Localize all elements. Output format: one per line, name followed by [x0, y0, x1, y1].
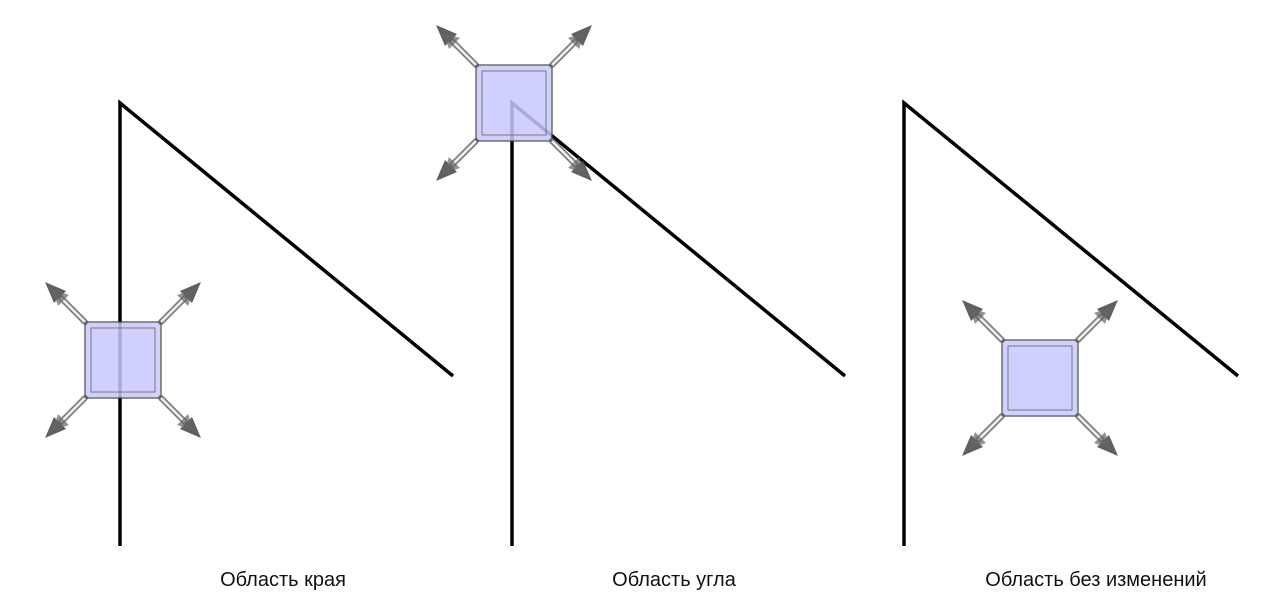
edge-shape-outline	[118, 99, 455, 546]
caption-corner-region: Область угла	[612, 569, 736, 591]
flat-window	[962, 300, 1118, 456]
corner-arrow-sw-icon	[436, 141, 476, 181]
corner-arrow-ne-icon	[552, 25, 592, 65]
flat-arrow-ne-icon	[1078, 300, 1118, 340]
caption-flat-region: Область без изменений	[985, 569, 1207, 591]
edge-arrow-nw-icon	[45, 282, 85, 322]
corner-window	[436, 25, 592, 181]
panel-corner	[436, 25, 847, 546]
edge-arrow-ne-icon	[161, 282, 201, 322]
panel-edge	[45, 99, 455, 546]
edge-arrow-sw-icon	[45, 398, 85, 438]
corner-arrow-se-icon	[552, 141, 592, 181]
flat-arrow-nw-icon	[962, 300, 1002, 340]
caption-edge-region: Область края	[220, 569, 346, 591]
flat-shape-outline	[902, 99, 1240, 546]
flat-arrow-sw-icon	[962, 416, 1002, 456]
corner-arrow-nw-icon	[436, 25, 476, 65]
corner-shape-outline	[510, 99, 847, 546]
panel-flat	[902, 99, 1240, 546]
flat-arrow-se-icon	[1078, 416, 1118, 456]
edge-arrow-se-icon	[161, 398, 201, 438]
edge-window	[45, 282, 201, 438]
